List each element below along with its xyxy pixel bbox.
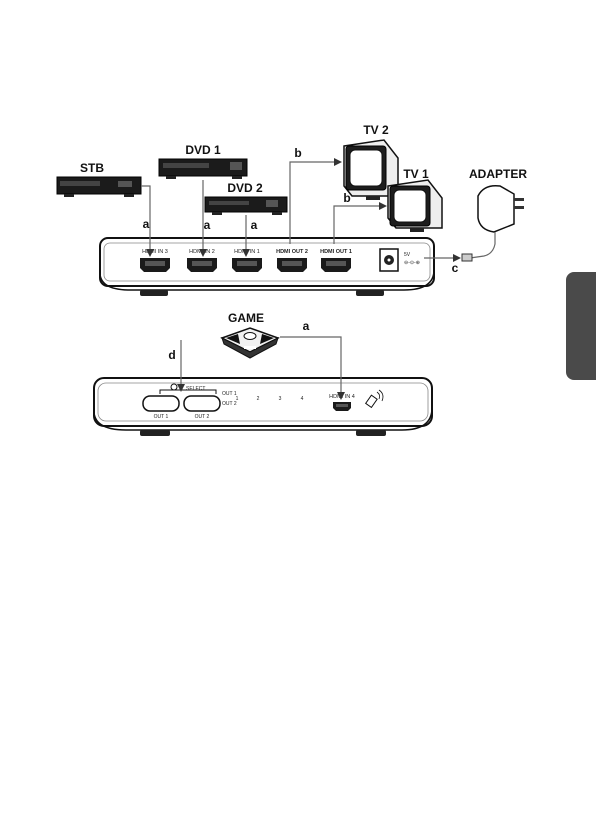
game-console: GAME [222, 311, 278, 358]
led-number-2: 2 [257, 396, 260, 402]
dvd2-label: DVD 2 [227, 181, 263, 195]
cable-label-a-game: a [303, 319, 310, 333]
hdmi-in1-port: HDMI IN 1 [232, 249, 262, 272]
hdmi-out2-label: HDMI OUT 2 [276, 249, 308, 255]
led-number-4: 4 [301, 396, 304, 402]
polarity-icon: ⊖-⊙-⊕ [404, 260, 420, 266]
stb-label: STB [80, 161, 104, 175]
power-icon [171, 384, 177, 390]
dvd1-label: DVD 1 [185, 143, 221, 157]
stb-device: STB [57, 161, 141, 197]
hdmi-out2-port: HDMI OUT 2 [276, 249, 308, 272]
cable-label-a3: a [251, 218, 258, 232]
led-number-3: 3 [279, 396, 282, 402]
hdmi-in4-label: HDMI IN 4 [329, 394, 355, 400]
led-number-1: 1 [236, 396, 239, 402]
tv1-label: TV 1 [403, 167, 429, 181]
out1-button-label: OUT 1 [154, 414, 169, 420]
cable-label-c: c [452, 261, 459, 275]
hdmi-out1-port: HDMI OUT 1 [320, 249, 352, 272]
hdmi-in3-label: HDMI IN 3 [142, 249, 168, 255]
hdmi-in3-port: HDMI IN 3 [140, 249, 170, 272]
power-adapter: ADAPTER [462, 167, 527, 261]
hdmi-in2-label: HDMI IN 2 [189, 249, 215, 255]
dvd1-device: DVD 1 [159, 143, 247, 179]
cable-b-tv2 [290, 162, 340, 244]
hdmi-in2-port: HDMI IN 2 [187, 249, 217, 272]
hdmi-out1-label: HDMI OUT 1 [320, 249, 352, 255]
adapter-label: ADAPTER [469, 167, 527, 181]
power-rating-label: 5V [404, 252, 411, 258]
cable-label-a1: a [143, 217, 150, 231]
label-d-select: d [168, 348, 175, 362]
dvd2-device: DVD 2 [205, 181, 287, 215]
select-label: SELECT [186, 386, 205, 392]
game-label: GAME [228, 311, 264, 325]
tv2-label: TV 2 [363, 123, 389, 137]
hdmi-in1-label: HDMI IN 1 [234, 249, 260, 255]
out2-button-label: OUT 2 [195, 414, 210, 420]
cable-label-b2: b [343, 191, 350, 205]
cable-label-b1: b [294, 146, 301, 160]
cable-label-a2: a [204, 218, 211, 232]
